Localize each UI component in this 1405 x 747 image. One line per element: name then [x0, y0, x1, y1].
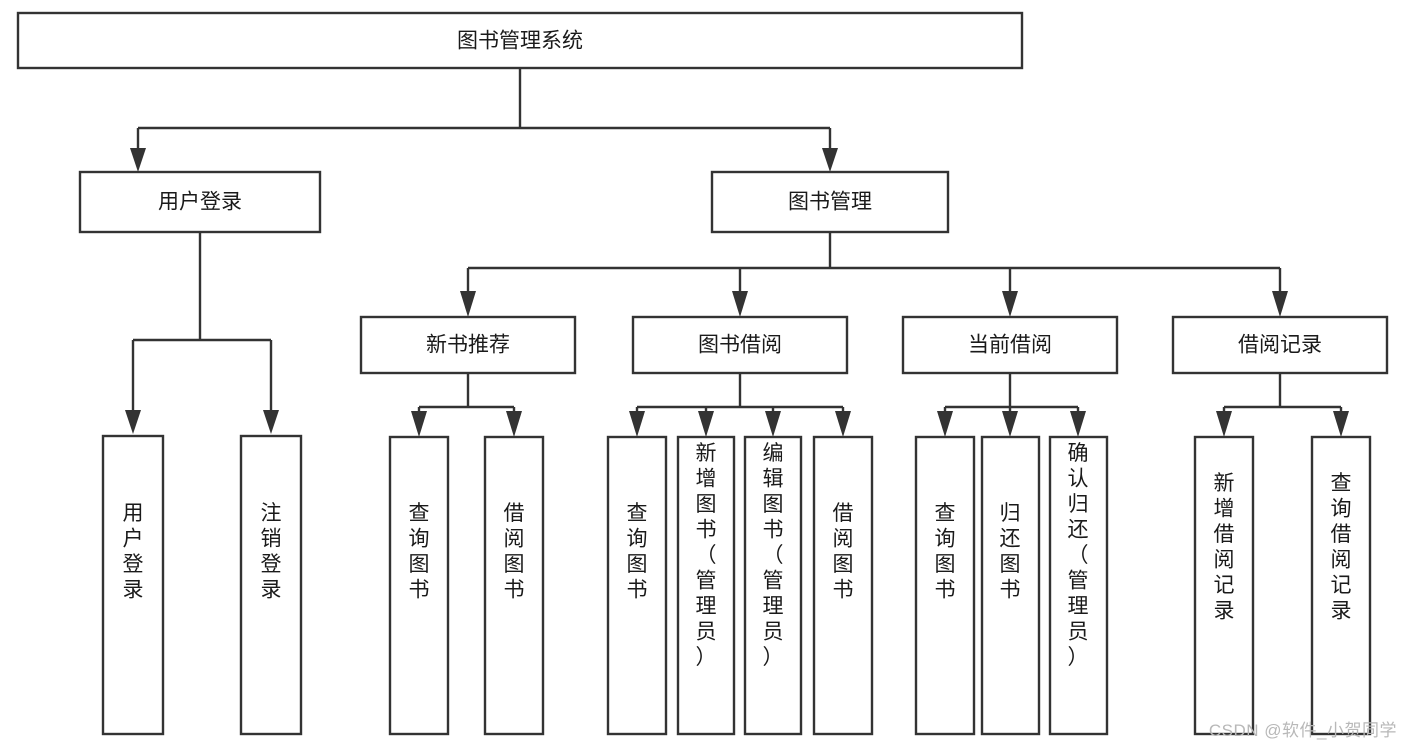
node-root[interactable]: 图书管理系统	[16, 11, 1024, 70]
node-box-leaf-query-book-2[interactable]	[606, 435, 668, 736]
node-box-leaf-query-book-1[interactable]	[388, 435, 450, 736]
node-leaf-query-record[interactable]: 查询借阅记录	[1310, 435, 1372, 736]
csdn-watermark: CSDN @软件_小贺同学	[1208, 721, 1397, 740]
node-book-borrow[interactable]: 图书借阅	[631, 315, 849, 375]
node-label-book-manage: 图书管理	[788, 191, 872, 214]
node-leaf-query-book-1[interactable]: 查询图书	[388, 435, 450, 736]
node-box-leaf-add-book[interactable]	[676, 435, 736, 736]
arrow-head-icon	[506, 411, 522, 437]
node-box-leaf-borrow-book-2[interactable]	[812, 435, 874, 736]
arrow-head-icon	[460, 291, 476, 317]
node-box-leaf-confirm-return[interactable]	[1048, 435, 1109, 736]
node-leaf-add-record[interactable]: 新增借阅记录	[1193, 435, 1255, 736]
node-label-leaf-query-book-2: 查询图书	[627, 502, 648, 602]
arrow-head-icon	[125, 410, 141, 434]
node-box-leaf-add-record[interactable]	[1193, 435, 1255, 736]
node-box-leaf-logout-login[interactable]	[239, 434, 303, 736]
node-label-leaf-return-book: 归还图书	[1000, 502, 1021, 602]
node-leaf-confirm-return[interactable]: 确认归还（管理员）	[1048, 435, 1109, 736]
node-box-root[interactable]	[16, 11, 1024, 70]
node-box-leaf-edit-book[interactable]	[743, 435, 803, 736]
node-box-current-borrow[interactable]	[901, 315, 1119, 375]
arrow-head-icon	[765, 411, 781, 437]
node-leaf-edit-book[interactable]: 编辑图书（管理员）	[743, 435, 803, 736]
node-label-leaf-user-login: 用户登录	[123, 502, 144, 602]
node-label-borrow-record: 借阅记录	[1238, 334, 1322, 357]
node-box-leaf-return-book[interactable]	[980, 435, 1041, 736]
arrow-head-icon	[822, 148, 838, 172]
node-box-book-manage[interactable]	[710, 170, 950, 234]
connector-layer	[125, 68, 1349, 437]
node-label-leaf-add-record: 新增借阅记录	[1214, 472, 1235, 623]
node-leaf-query-book-3[interactable]: 查询图书	[914, 435, 976, 736]
node-label-leaf-query-book-1: 查询图书	[409, 502, 430, 602]
node-current-borrow[interactable]: 当前借阅	[901, 315, 1119, 375]
node-label-leaf-borrow-book-2: 借阅图书	[833, 502, 854, 602]
arrow-head-icon	[1216, 411, 1232, 437]
node-box-borrow-record[interactable]	[1171, 315, 1389, 375]
node-label-user-login: 用户登录	[158, 191, 242, 214]
arrow-head-icon	[1070, 411, 1086, 437]
arrow-head-icon	[1272, 291, 1288, 317]
arrow-head-icon	[130, 148, 146, 172]
node-box-leaf-borrow-book-1[interactable]	[483, 435, 545, 736]
node-label-leaf-confirm-return: 确认归还（管理员）	[1068, 442, 1089, 669]
node-box-leaf-query-book-3[interactable]	[914, 435, 976, 736]
node-leaf-query-book-2[interactable]: 查询图书	[606, 435, 668, 736]
node-label-leaf-borrow-book-1: 借阅图书	[504, 502, 525, 602]
arrow-head-icon	[411, 411, 427, 437]
node-label-book-borrow: 图书借阅	[698, 334, 782, 357]
node-box-leaf-user-login[interactable]	[101, 434, 165, 736]
node-leaf-return-book[interactable]: 归还图书	[980, 435, 1041, 736]
arrow-head-icon	[1002, 291, 1018, 317]
node-label-root: 图书管理系统	[457, 30, 583, 53]
node-leaf-borrow-book-2[interactable]: 借阅图书	[812, 435, 874, 736]
node-box-book-borrow[interactable]	[631, 315, 849, 375]
node-new-book-recommend[interactable]: 新书推荐	[359, 315, 577, 375]
arrow-head-icon	[937, 411, 953, 437]
node-label-new-book-recommend: 新书推荐	[426, 334, 510, 357]
arrow-head-icon	[1333, 411, 1349, 437]
node-leaf-borrow-book-1[interactable]: 借阅图书	[483, 435, 545, 736]
arrow-head-icon	[732, 291, 748, 317]
node-label-leaf-logout-login: 注销登录	[261, 502, 282, 602]
node-box-new-book-recommend[interactable]	[359, 315, 577, 375]
node-user-login[interactable]: 用户登录	[78, 170, 322, 234]
node-leaf-user-login[interactable]: 用户登录	[101, 434, 165, 736]
node-leaf-logout-login[interactable]: 注销登录	[239, 434, 303, 736]
arrow-head-icon	[835, 411, 851, 437]
node-book-manage[interactable]: 图书管理	[710, 170, 950, 234]
arrow-head-icon	[1002, 411, 1018, 437]
node-label-current-borrow: 当前借阅	[968, 334, 1052, 357]
node-label-leaf-edit-book: 编辑图书（管理员）	[763, 442, 784, 669]
node-label-leaf-query-book-3: 查询图书	[935, 502, 956, 602]
node-box-leaf-query-record[interactable]	[1310, 435, 1372, 736]
node-label-leaf-query-record: 查询借阅记录	[1331, 472, 1352, 623]
node-box-user-login[interactable]	[78, 170, 322, 234]
arrow-head-icon	[629, 411, 645, 437]
node-leaf-add-book[interactable]: 新增图书（管理员）	[676, 435, 736, 736]
arrow-head-icon	[263, 410, 279, 434]
node-borrow-record[interactable]: 借阅记录	[1171, 315, 1389, 375]
arrow-head-icon	[698, 411, 714, 437]
node-label-leaf-add-book: 新增图书（管理员）	[696, 442, 717, 669]
